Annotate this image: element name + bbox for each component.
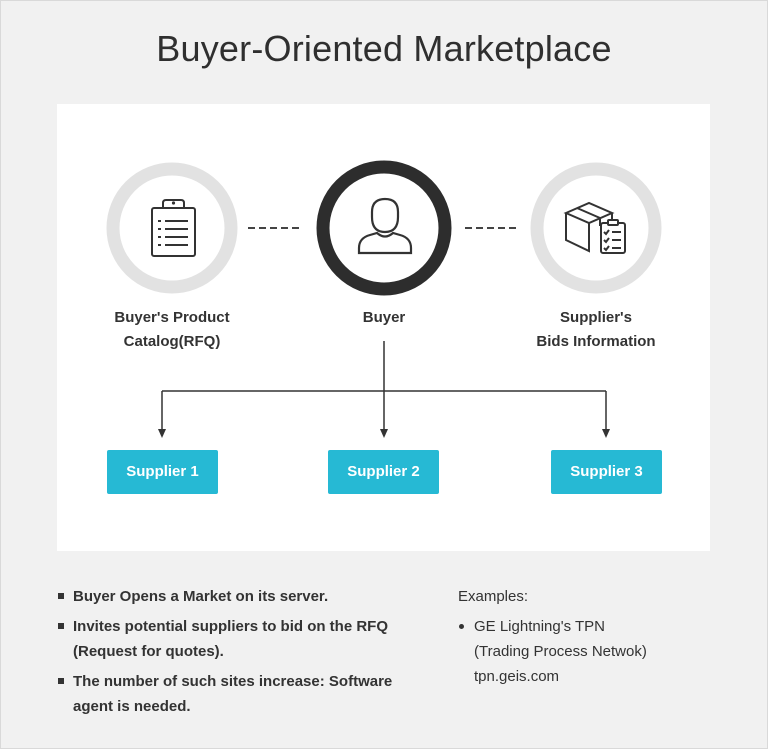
bids-label: Supplier's Bids Information [516,306,676,354]
page-title: Buyer-Oriented Marketplace [156,28,612,69]
bullet-text: The number of such sites increase: Softw… [73,673,393,715]
bullet-text: Buyer Opens a Market on its server. [73,588,329,605]
bullet-item: Invites potential suppliers to bid on th… [57,614,417,664]
box-checklist-icon [563,201,626,254]
round-bullet-icon [459,624,464,629]
bullet-list: Buyer Opens a Market on its server. Invi… [57,584,417,724]
square-bullet-icon [58,593,64,599]
example-line-2: (Trading Process Netwok) [474,643,647,660]
bids-ring [530,162,662,294]
square-bullet-icon [58,678,64,684]
bids-label-line2: Bids Information [536,333,656,350]
person-icon [357,197,413,255]
examples-section: Examples: GE Lightning's TPN (Trading Pr… [458,584,738,689]
bids-label-line1: Supplier's [560,309,632,326]
bullet-item: The number of such sites increase: Softw… [57,669,417,719]
buyer-label: Buyer [362,309,406,326]
bullet-item: Buyer Opens a Market on its server. [57,584,417,609]
catalog-label-line2: Catalog(RFQ) [123,333,221,350]
bullet-text: Invites potential suppliers to bid on th… [73,618,389,660]
square-bullet-icon [58,623,64,629]
supplier-3-box: Supplier 3 [551,450,662,494]
catalog-label-line1: Buyer's Product [114,309,230,326]
supplier-1-box: Supplier 1 [107,450,218,494]
example-line-1: GE Lightning's TPN [474,618,605,635]
example-line-3: tpn.geis.com [474,668,560,685]
supplier-2-box: Supplier 2 [328,450,439,494]
examples-heading: Examples: [458,588,529,605]
clipboard-icon [151,199,196,257]
example-item: GE Lightning's TPN (Trading Process Netw… [458,614,738,689]
buyer-ring [316,160,452,296]
catalog-label: Buyer's Product Catalog(RFQ) [92,306,252,354]
